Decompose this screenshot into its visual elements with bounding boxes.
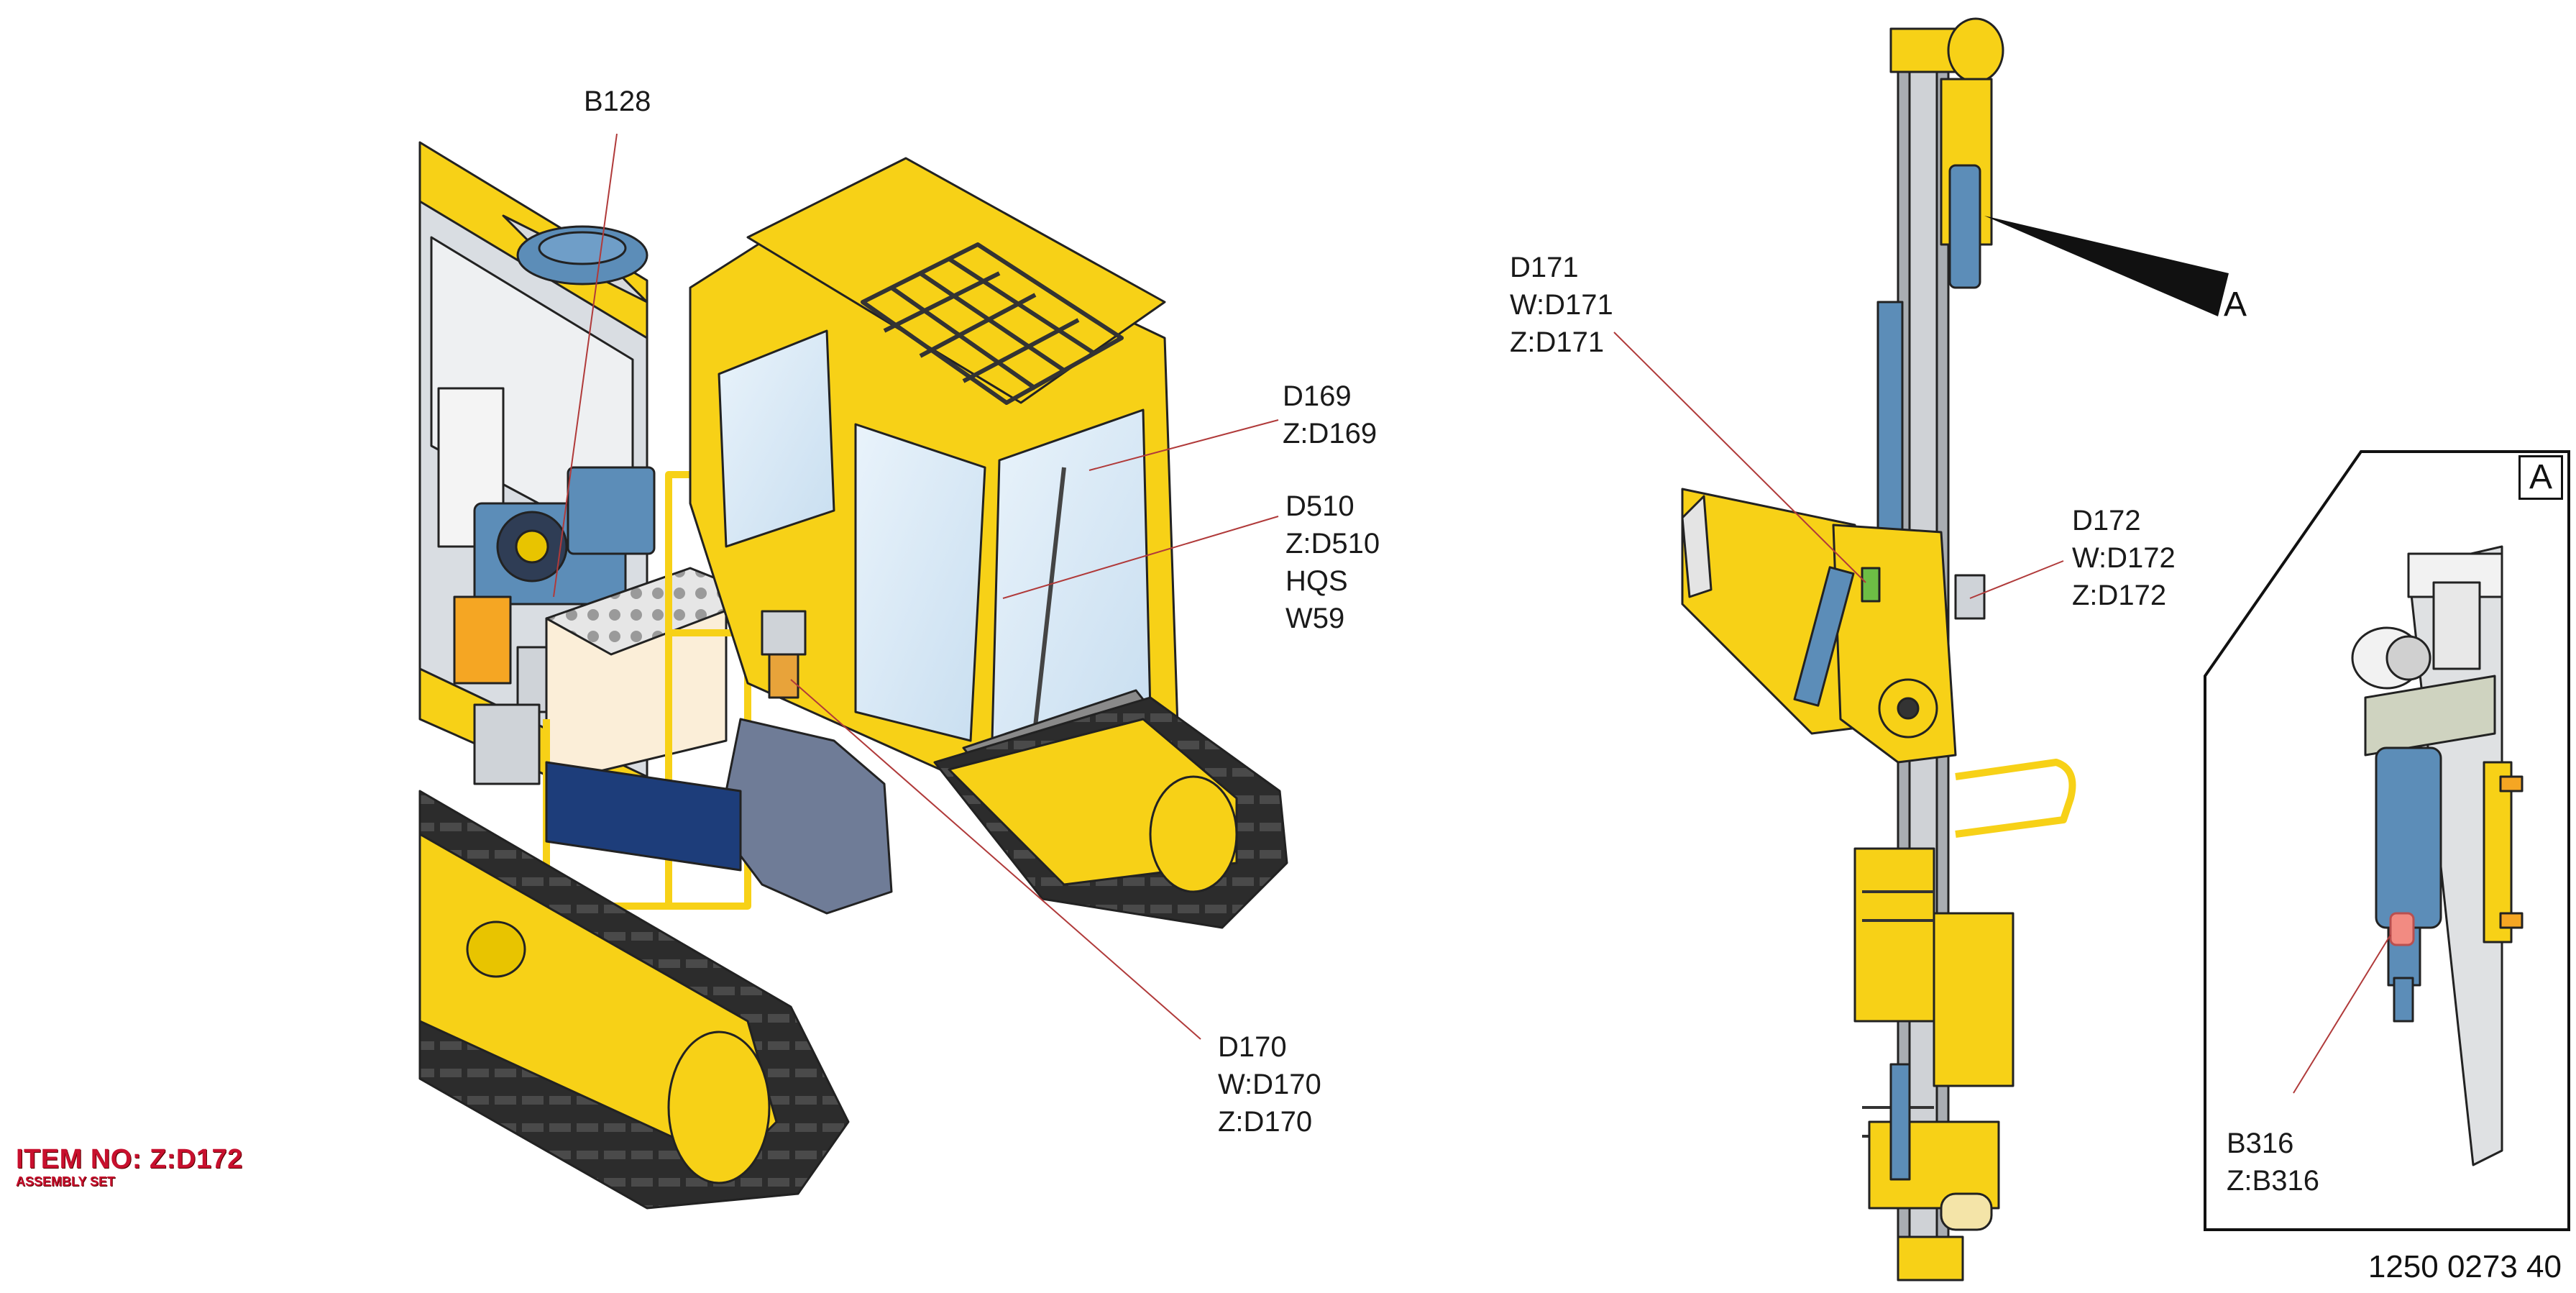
label-d170-line1: D170 — [1218, 1031, 1287, 1063]
label-b128-line1: B128 — [584, 86, 651, 117]
cab-side-window — [718, 329, 835, 548]
detail-drill-rod — [2393, 977, 2414, 1023]
label-d172-line2: W:D172 — [2072, 542, 2176, 574]
label-d510-line3: HQS — [1285, 565, 1348, 597]
drill-mast — [1681, 17, 2076, 1281]
label-d510: D510 Z:D510 HQS W59 — [1285, 488, 1380, 637]
drawing-number: 1250 0273 40 — [2368, 1249, 2562, 1284]
rod-handler — [1853, 847, 1935, 1023]
label-d170: D170 W:D170 Z:D170 — [1218, 1028, 1321, 1141]
label-d170-line2: W:D170 — [1218, 1069, 1321, 1100]
label-d172-line1: D172 — [2072, 505, 2141, 536]
item-number: ITEM NO: Z:D172 — [16, 1144, 243, 1174]
label-d510-line4: W59 — [1285, 603, 1345, 634]
cab-front-window — [991, 408, 1152, 742]
label-d169-line1: D169 — [1283, 380, 1352, 412]
detail-a-pointer — [1984, 216, 2229, 316]
label-b128: B128 — [584, 83, 651, 120]
item-number-block: ITEM NO: Z:D172 ASSEMBLY SET — [16, 1145, 243, 1189]
component-d172 — [1954, 574, 1986, 620]
feed-cylinder — [1876, 301, 1904, 541]
component-b316 — [2389, 912, 2415, 946]
electric-box — [453, 595, 512, 685]
idler-left — [667, 1031, 771, 1184]
carrier-machine — [418, 141, 1288, 1210]
detail-rock-drill — [2375, 746, 2442, 929]
detail-bracket — [2364, 675, 2496, 757]
cab-door-window — [854, 423, 986, 742]
detail-a-box-letter: A — [2518, 455, 2563, 500]
bracket-d170 — [761, 610, 807, 656]
detail-a-callout: A — [2224, 285, 2247, 324]
label-d170-line3: Z:D170 — [1218, 1106, 1313, 1138]
mast-handrail — [1955, 759, 2076, 838]
idler-right — [1149, 775, 1238, 893]
boom-base — [545, 761, 742, 872]
label-b316: B316 Z:B316 — [2227, 1125, 2319, 1200]
detail-a-drawing — [2351, 545, 2524, 1166]
label-d510-line2: Z:D510 — [1285, 528, 1380, 559]
label-d171-line1: D171 — [1510, 252, 1579, 283]
rock-drill — [1948, 164, 1981, 289]
item-subtitle: ASSEMBLY SET — [16, 1174, 116, 1189]
label-d171: D171 W:D171 Z:D171 — [1510, 249, 1613, 361]
power-pack — [1933, 912, 2014, 1087]
label-d172: D172 W:D172 Z:D172 — [2072, 502, 2176, 614]
label-d171-line2: W:D171 — [1510, 289, 1613, 321]
label-d169-line2: Z:D169 — [1283, 418, 1378, 449]
leader-lines — [553, 133, 2391, 1094]
label-d510-line1: D510 — [1285, 490, 1355, 522]
label-d169: D169 Z:D169 — [1283, 378, 1377, 452]
label-d171-line3: Z:D171 — [1510, 326, 1605, 358]
wiper — [1033, 467, 1066, 727]
component-d171 — [1861, 567, 1881, 603]
label-b316-line1: B316 — [2227, 1128, 2294, 1159]
roof-guard — [861, 242, 1124, 405]
label-d172-line3: Z:D172 — [2072, 580, 2167, 611]
label-b316-line2: Z:B316 — [2227, 1165, 2319, 1197]
